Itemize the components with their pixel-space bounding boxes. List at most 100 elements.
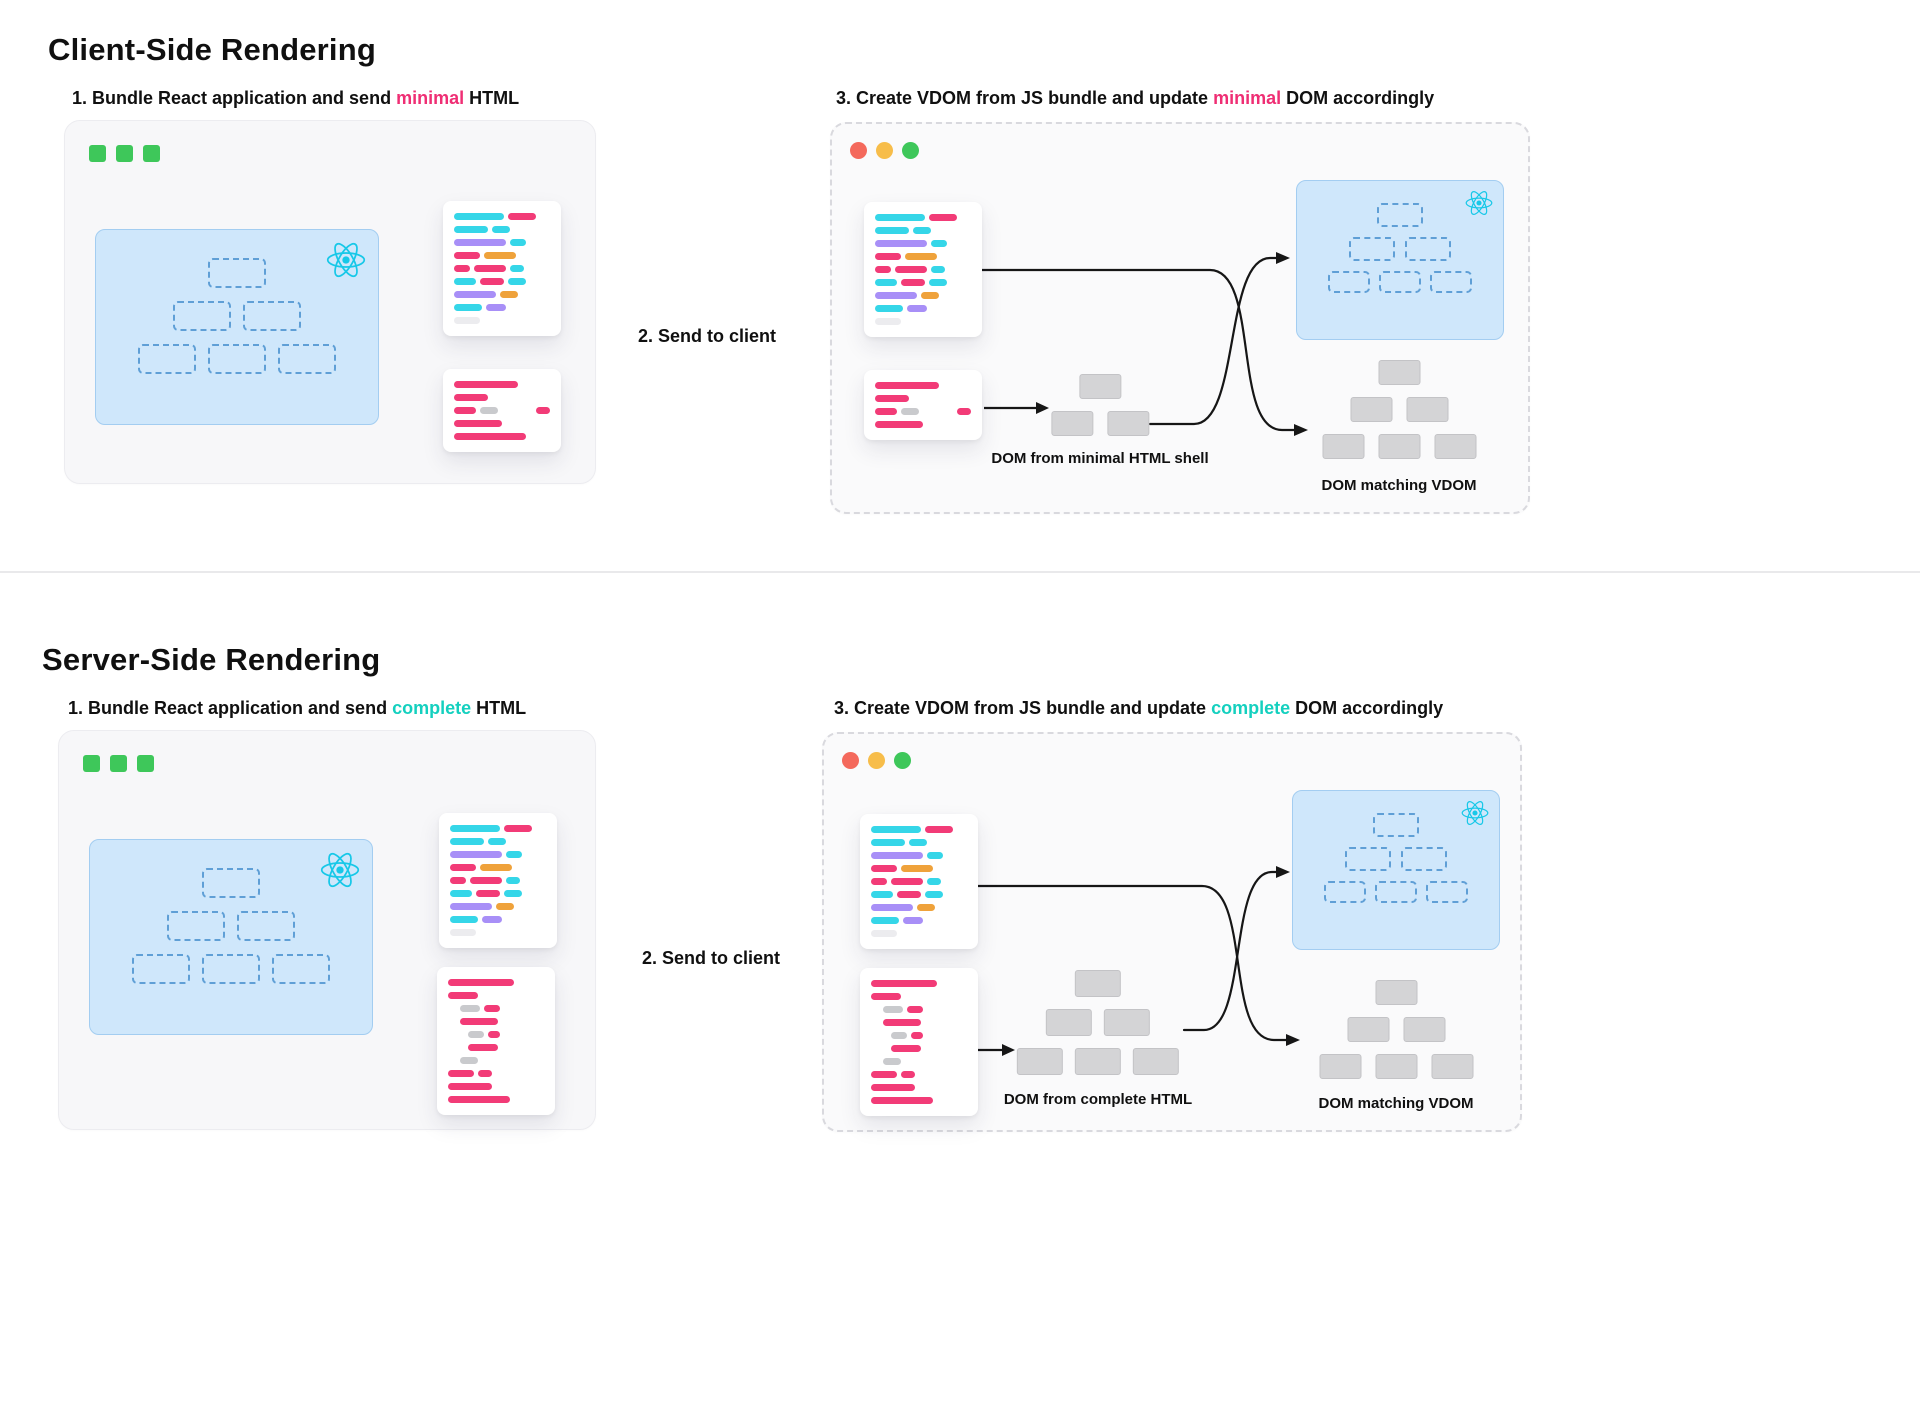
window-square-icon [143,145,160,162]
component-node [132,954,190,984]
code-line [454,265,550,272]
js-bundle-document [443,201,561,336]
dom-matching-vdom-label: DOM matching VDOM [1318,1095,1474,1112]
dom-node [1430,1054,1473,1079]
dom-node [1377,360,1420,385]
dom-node [1374,1054,1417,1079]
code-line [871,1097,967,1104]
code-line [871,826,967,833]
component-node [202,868,260,898]
ssr-step3-suffix: DOM accordingly [1290,698,1444,718]
code-line [871,891,967,898]
vdom-node [1324,881,1366,903]
code-line [454,317,550,324]
code-line [871,917,967,924]
code-line [871,1032,967,1039]
component-node [278,344,336,374]
js-bundle-document [439,813,557,948]
dom-complete-tree: DOM from complete HTML [1004,970,1192,1108]
code-line [448,992,544,999]
component-node [208,258,266,288]
code-line [450,877,546,884]
code-line [448,1096,544,1103]
code-line [871,839,967,846]
code-line [875,382,971,389]
vdom-node [1430,271,1472,293]
vdom-node [1377,203,1423,227]
csr-step1-label: 1. Bundle React application and send min… [72,88,519,109]
dom-node [1075,1048,1121,1075]
code-line [448,1005,544,1012]
code-line [454,278,550,285]
code-line [875,253,971,260]
send-arrow-js [598,262,856,274]
send-arrow-html [598,1042,856,1054]
code-line [871,904,967,911]
code-line [454,381,550,388]
ssr-title: Server-Side Rendering [42,642,381,677]
code-line [871,930,967,937]
code-line [871,1006,967,1013]
csr-step1-highlight: minimal [396,88,465,108]
dom-node [1075,970,1121,997]
code-line [454,433,550,440]
csr-step3-prefix: 3. Create VDOM from JS bundle and update [836,88,1214,108]
code-line [871,1045,967,1052]
dom-node [1133,1048,1179,1075]
window-square-icon [110,755,127,772]
section-divider [0,571,1920,573]
dom-node [1051,411,1093,436]
ssr-step3-highlight: complete [1211,698,1291,718]
component-node [208,344,266,374]
code-line [448,1018,544,1025]
vdom-flow-arrows [974,866,1300,1056]
csr-step1-suffix: HTML [464,88,520,108]
dom-matching-vdom-tree: DOM matching VDOM [1321,360,1477,494]
component-node [173,301,231,331]
code-line [875,266,971,273]
code-line [875,421,971,428]
dom-matching-vdom-label: DOM matching VDOM [1321,477,1477,494]
code-line [871,993,967,1000]
code-line [454,407,550,414]
vdom-node [1373,813,1419,837]
code-line [454,304,550,311]
vdom-node [1401,847,1447,871]
window-square-icon [83,755,100,772]
dom-node [1104,1009,1150,1036]
code-line [875,395,971,402]
component-node [272,954,330,984]
dom-node [1079,374,1121,399]
react-logo-icon [326,242,366,278]
code-line [450,838,546,845]
complete-html-document [437,967,555,1115]
window-square-icon [116,145,133,162]
window-square-icon [137,755,154,772]
code-line [875,227,971,234]
code-line [871,980,967,987]
code-line [454,252,550,259]
dom-node [1321,434,1364,459]
vdom-node [1405,237,1451,261]
csr-title: Client-Side Rendering [48,32,377,67]
dom-shell-tree: DOM from minimal HTML shell [991,374,1209,467]
component-node [167,911,225,941]
ssr-step3-prefix: 3. Create VDOM from JS bundle and update [834,698,1212,718]
vdom-node [1375,881,1417,903]
js-bundle-document [864,202,982,337]
dom-node [1346,1017,1389,1042]
csr-step3-suffix: DOM accordingly [1281,88,1435,108]
window-square-icon [89,145,106,162]
ssr-source-browser-window [58,730,596,1130]
code-line [871,852,967,859]
dom-node [1377,434,1420,459]
traffic-light-yellow-icon [876,142,893,159]
code-line [454,239,550,246]
code-line [454,291,550,298]
window-controls [842,752,911,769]
vdom-node [1379,271,1421,293]
ssr-step1-prefix: 1. Bundle React application and send [68,698,393,718]
code-line [450,903,546,910]
dom-node [1349,397,1392,422]
